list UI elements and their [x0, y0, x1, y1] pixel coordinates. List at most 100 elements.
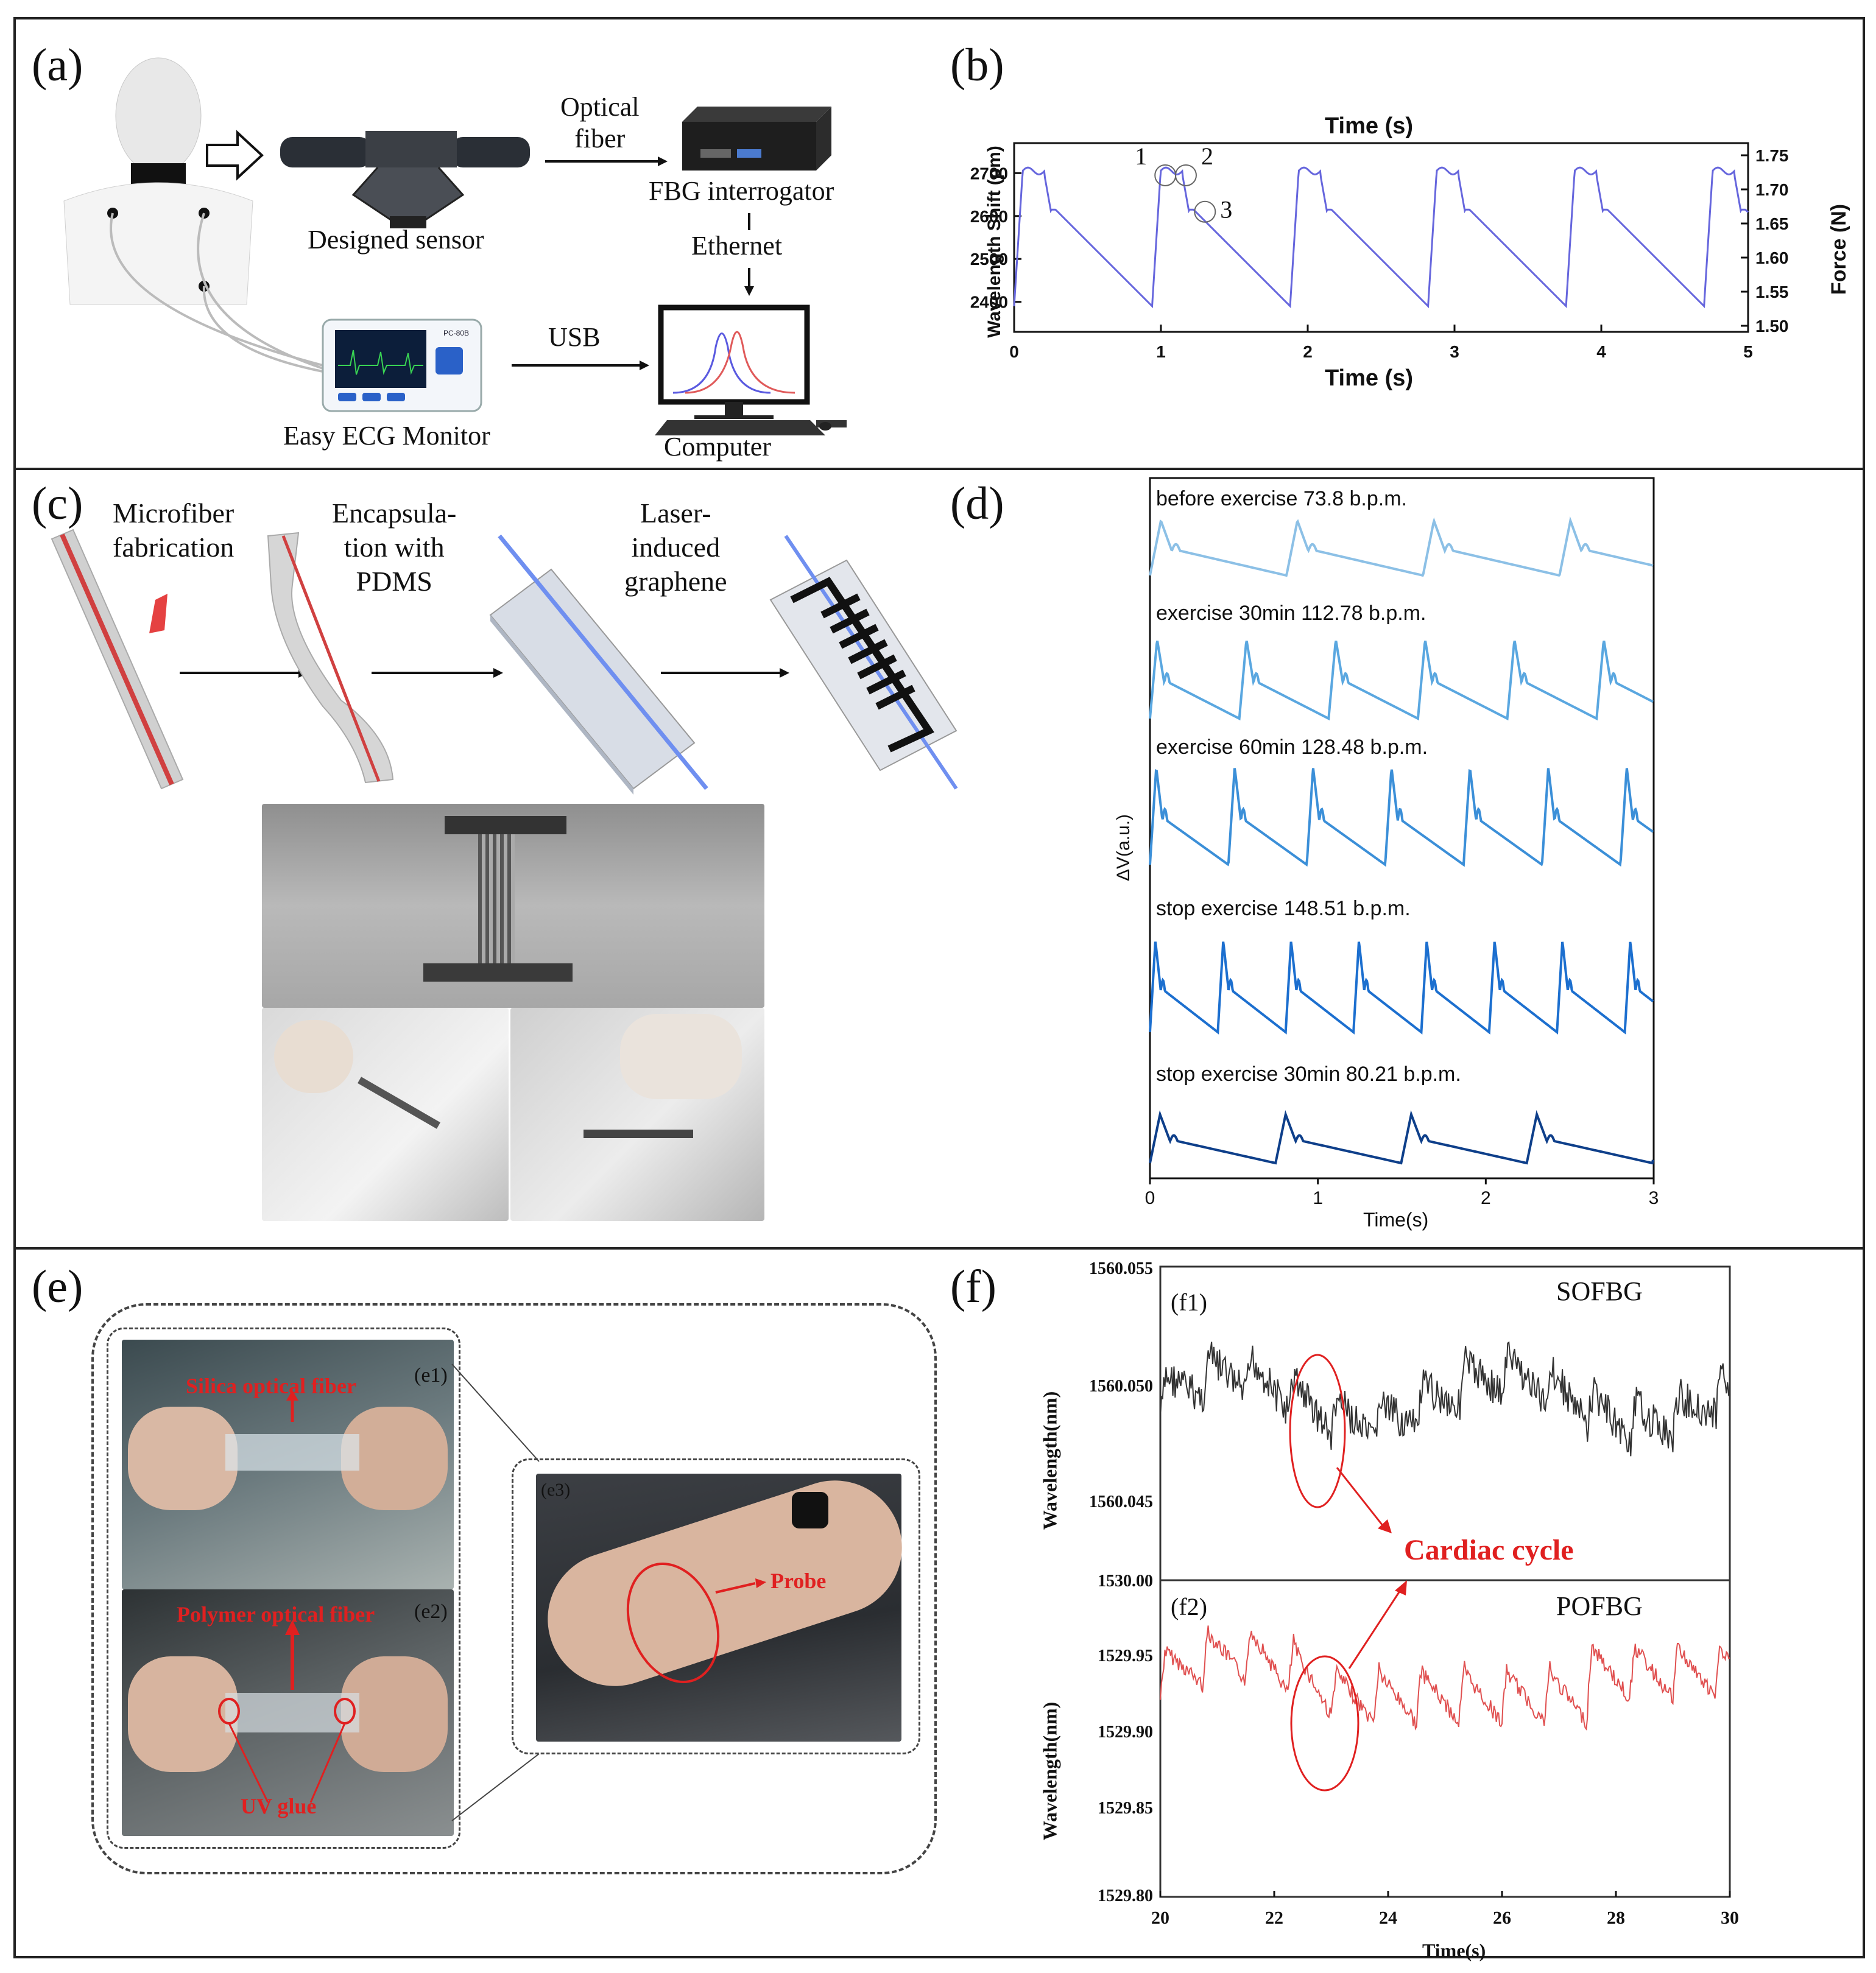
hollow-arrow — [206, 130, 264, 181]
step-laser-graphene-label: Laser- induced graphene — [624, 498, 727, 597]
chart-b-marker-label: 3 — [1220, 196, 1232, 223]
chart-b-y2tick-label: 1.70 — [1755, 180, 1789, 199]
chart-f1-ytick-label: 1560.050 — [1089, 1377, 1153, 1396]
computer-illustration — [655, 304, 847, 435]
photo-e2-polymer-fiber — [122, 1589, 454, 1836]
chart-b-y2tick-label: 1.75 — [1755, 146, 1789, 165]
cardiac-cycle-annotation: Cardiac cycle — [1404, 1534, 1574, 1566]
pdms-encapsulated-illustration — [489, 534, 708, 795]
chart-f2-ytick-label: 1529.80 — [1098, 1887, 1153, 1905]
chart-d-trace-line — [1149, 516, 1654, 577]
chart-f2-cardiac-ellipse — [1290, 1655, 1359, 1792]
ecg-device-tag: PC-80B — [443, 329, 470, 337]
chart-f-arrow-up — [1348, 1589, 1402, 1669]
chart-b-xtick-label: 5 — [1743, 342, 1753, 361]
chart-f2-ytick-label: 1530.00 — [1098, 1572, 1153, 1591]
chart-d-xtick-label: 0 — [1145, 1188, 1155, 1208]
chart-b-ytick-label: 2400 — [970, 293, 1008, 312]
label-e2: (e2) — [414, 1600, 448, 1623]
chart-f-arrowhead-down — [1378, 1519, 1392, 1533]
chart-b-marker-label: 1 — [1135, 142, 1147, 170]
chart-b-y2tick-label: 1.50 — [1755, 317, 1789, 336]
sensor-photo-stretched — [510, 1008, 764, 1221]
silica-fiber-annotation: Silica optical fiber — [186, 1374, 356, 1398]
row-divider-1 — [13, 468, 1865, 470]
chart-f2-ylabel: Wavelength(nm) — [1038, 1701, 1061, 1841]
sensor-photo-bent — [262, 1008, 509, 1221]
chart-b-series-line — [1013, 166, 1749, 309]
chart-b-marker-circle — [1174, 164, 1197, 186]
microfiber-illustration — [51, 529, 184, 790]
chart-f2-series-line — [1160, 1625, 1730, 1731]
panel-label-d: (d) — [950, 478, 1004, 529]
sofbg-legend: SOFBG — [1556, 1276, 1643, 1306]
chart-b-ytick-label: 2600 — [970, 207, 1008, 226]
step-encapsulation-label: Encapsula- tion with PDMS — [332, 498, 457, 597]
chart-f1-ylabel: Wavelength(nm) — [1038, 1391, 1061, 1530]
label-e1: (e1) — [414, 1364, 448, 1387]
chart-b-xtick-label: 0 — [1009, 342, 1019, 361]
panel-e-left-container — [107, 1328, 460, 1849]
designed-sensor-label: Designed sensor — [308, 225, 484, 255]
chart-b-y2tick-label: 1.65 — [1755, 214, 1789, 233]
chart-b-y2tick-label: 1.60 — [1755, 248, 1789, 267]
label-f2: (f2) — [1171, 1593, 1207, 1620]
panel-label-a: (a) — [32, 40, 83, 91]
chart-f2-ytick-label: 1529.85 — [1098, 1799, 1153, 1818]
row-divider-2 — [13, 1247, 1865, 1250]
uv-glue-annotation: UV glue — [241, 1794, 317, 1818]
fbg-interrogator-illustration — [682, 107, 831, 171]
panel-label-e: (e) — [32, 1261, 83, 1312]
chart-f1-ytick-label: 1560.055 — [1089, 1259, 1153, 1278]
chart-d-xtick-label: 3 — [1649, 1188, 1659, 1208]
chart-f2-ytick-label: 1529.95 — [1098, 1647, 1153, 1665]
chart-b-xtick-label: 3 — [1450, 342, 1459, 361]
panel-e-dashed-container — [91, 1303, 937, 1874]
chart-f-xtick-label: 20 — [1151, 1908, 1169, 1928]
chart-f1-ytick-label: 1560.045 — [1089, 1493, 1153, 1511]
chart-d-trace-line — [1149, 768, 1654, 867]
chart-d-xlabel: Time(s) — [1363, 1209, 1429, 1231]
photo-e1-silica-fiber — [122, 1340, 454, 1589]
usb-label: USB — [548, 322, 601, 352]
chart-f-xlabel: Time(s) — [1422, 1940, 1486, 1961]
polymer-fiber-annotation: Polymer optical fiber — [177, 1602, 375, 1627]
computer-label: Computer — [664, 432, 771, 462]
chart-f-axes-frame — [1159, 1265, 1731, 1898]
chart-f-xtick-label: 26 — [1493, 1908, 1511, 1928]
ecg-monitor-label: Easy ECG Monitor — [283, 421, 490, 451]
chart-d-trace-line — [1149, 1110, 1654, 1165]
panel-label-f: (f) — [950, 1261, 996, 1312]
probe-annotation: Probe — [770, 1569, 827, 1593]
chart-f2-ytick-label: 1529.90 — [1098, 1723, 1153, 1742]
chart-b-y2tick-label: 1.55 — [1755, 283, 1789, 301]
chart-f-xtick-label: 22 — [1265, 1908, 1283, 1928]
trace-label-exercise-60min: exercise 60min 128.48 b.p.m. — [1156, 736, 1428, 759]
label-e3: (e3) — [541, 1480, 571, 1500]
chart-f-arrow-down — [1336, 1467, 1384, 1526]
ethernet-label: Ethernet — [691, 231, 783, 261]
chart-b-xtick-label: 1 — [1156, 342, 1166, 361]
tapered-fiber-illustration — [267, 532, 394, 784]
chart-b-axes-frame — [1013, 142, 1749, 333]
trace-label-stop-exercise-30min: stop exercise 30min 80.21 b.p.m. — [1156, 1063, 1461, 1086]
optical-fiber-label: Optical fiber — [560, 92, 640, 153]
panel-label-c: (c) — [32, 478, 83, 529]
chart-f1-cardiac-ellipse — [1289, 1354, 1346, 1508]
pofbg-legend: POFBG — [1556, 1591, 1643, 1621]
sensor-photo-top — [262, 804, 764, 1008]
chart-b-xtick-label: 4 — [1596, 342, 1606, 361]
figure-frame — [13, 17, 1865, 1958]
ecg-monitor-illustration — [322, 318, 482, 412]
chart-d-trace-line — [1149, 941, 1654, 1035]
label-f1: (f1) — [1171, 1289, 1207, 1316]
chart-b-ytick-label: 2500 — [970, 250, 1008, 269]
graphene-sensor-illustration — [769, 535, 958, 790]
chart-d-trace-line — [1149, 640, 1654, 721]
designed-sensor-illustration — [280, 131, 530, 228]
chart-b-xtick-label: 2 — [1303, 342, 1313, 361]
